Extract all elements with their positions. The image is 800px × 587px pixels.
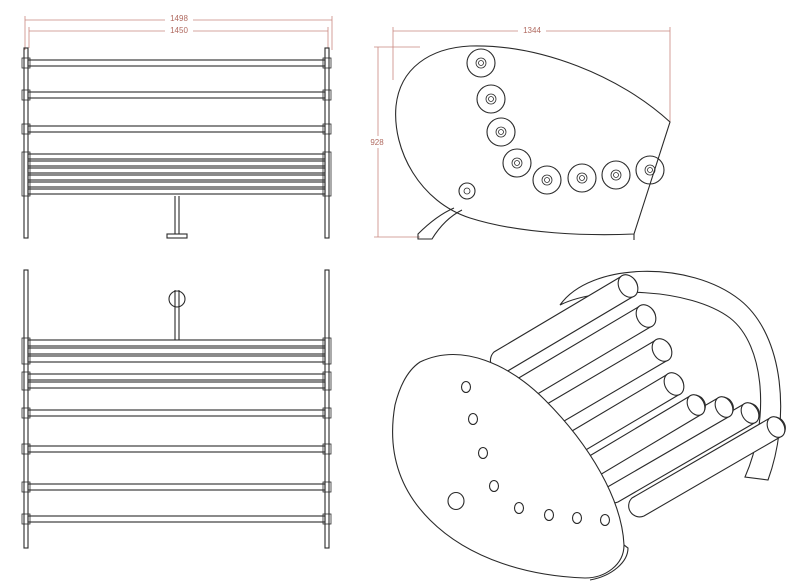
iso-near-plate-edge	[589, 544, 629, 581]
front-dimension-inner: 1450	[28, 25, 329, 48]
front-left-plate	[23, 47, 29, 239]
side-view: 1344 928	[367, 25, 671, 240]
iso-tube-holes	[447, 380, 611, 527]
side-plate-outline	[395, 45, 671, 236]
top-base-foot	[168, 290, 186, 340]
top-tubes	[21, 337, 332, 525]
side-base-leg	[417, 207, 463, 240]
dim-side-length: 1344	[523, 26, 541, 35]
dim-overall-width: 1498	[170, 14, 188, 23]
iso-far-plate	[559, 270, 782, 481]
top-view	[21, 269, 332, 549]
front-tubes	[21, 57, 332, 197]
front-right-plate	[324, 47, 330, 239]
dim-height: 928	[370, 138, 384, 147]
side-tube-ends	[458, 48, 665, 200]
side-dimension-height: 928	[367, 46, 420, 238]
top-left-plate	[23, 269, 29, 549]
top-right-plate	[324, 269, 330, 549]
front-view: 1498 1450	[21, 13, 333, 239]
front-dimension-overall: 1498	[24, 13, 333, 50]
iso-near-plate	[392, 354, 625, 579]
front-base-foot	[166, 196, 188, 239]
isometric-view	[392, 270, 786, 581]
dim-inner-width: 1450	[170, 26, 188, 35]
side-dimension-length: 1344	[392, 25, 671, 122]
